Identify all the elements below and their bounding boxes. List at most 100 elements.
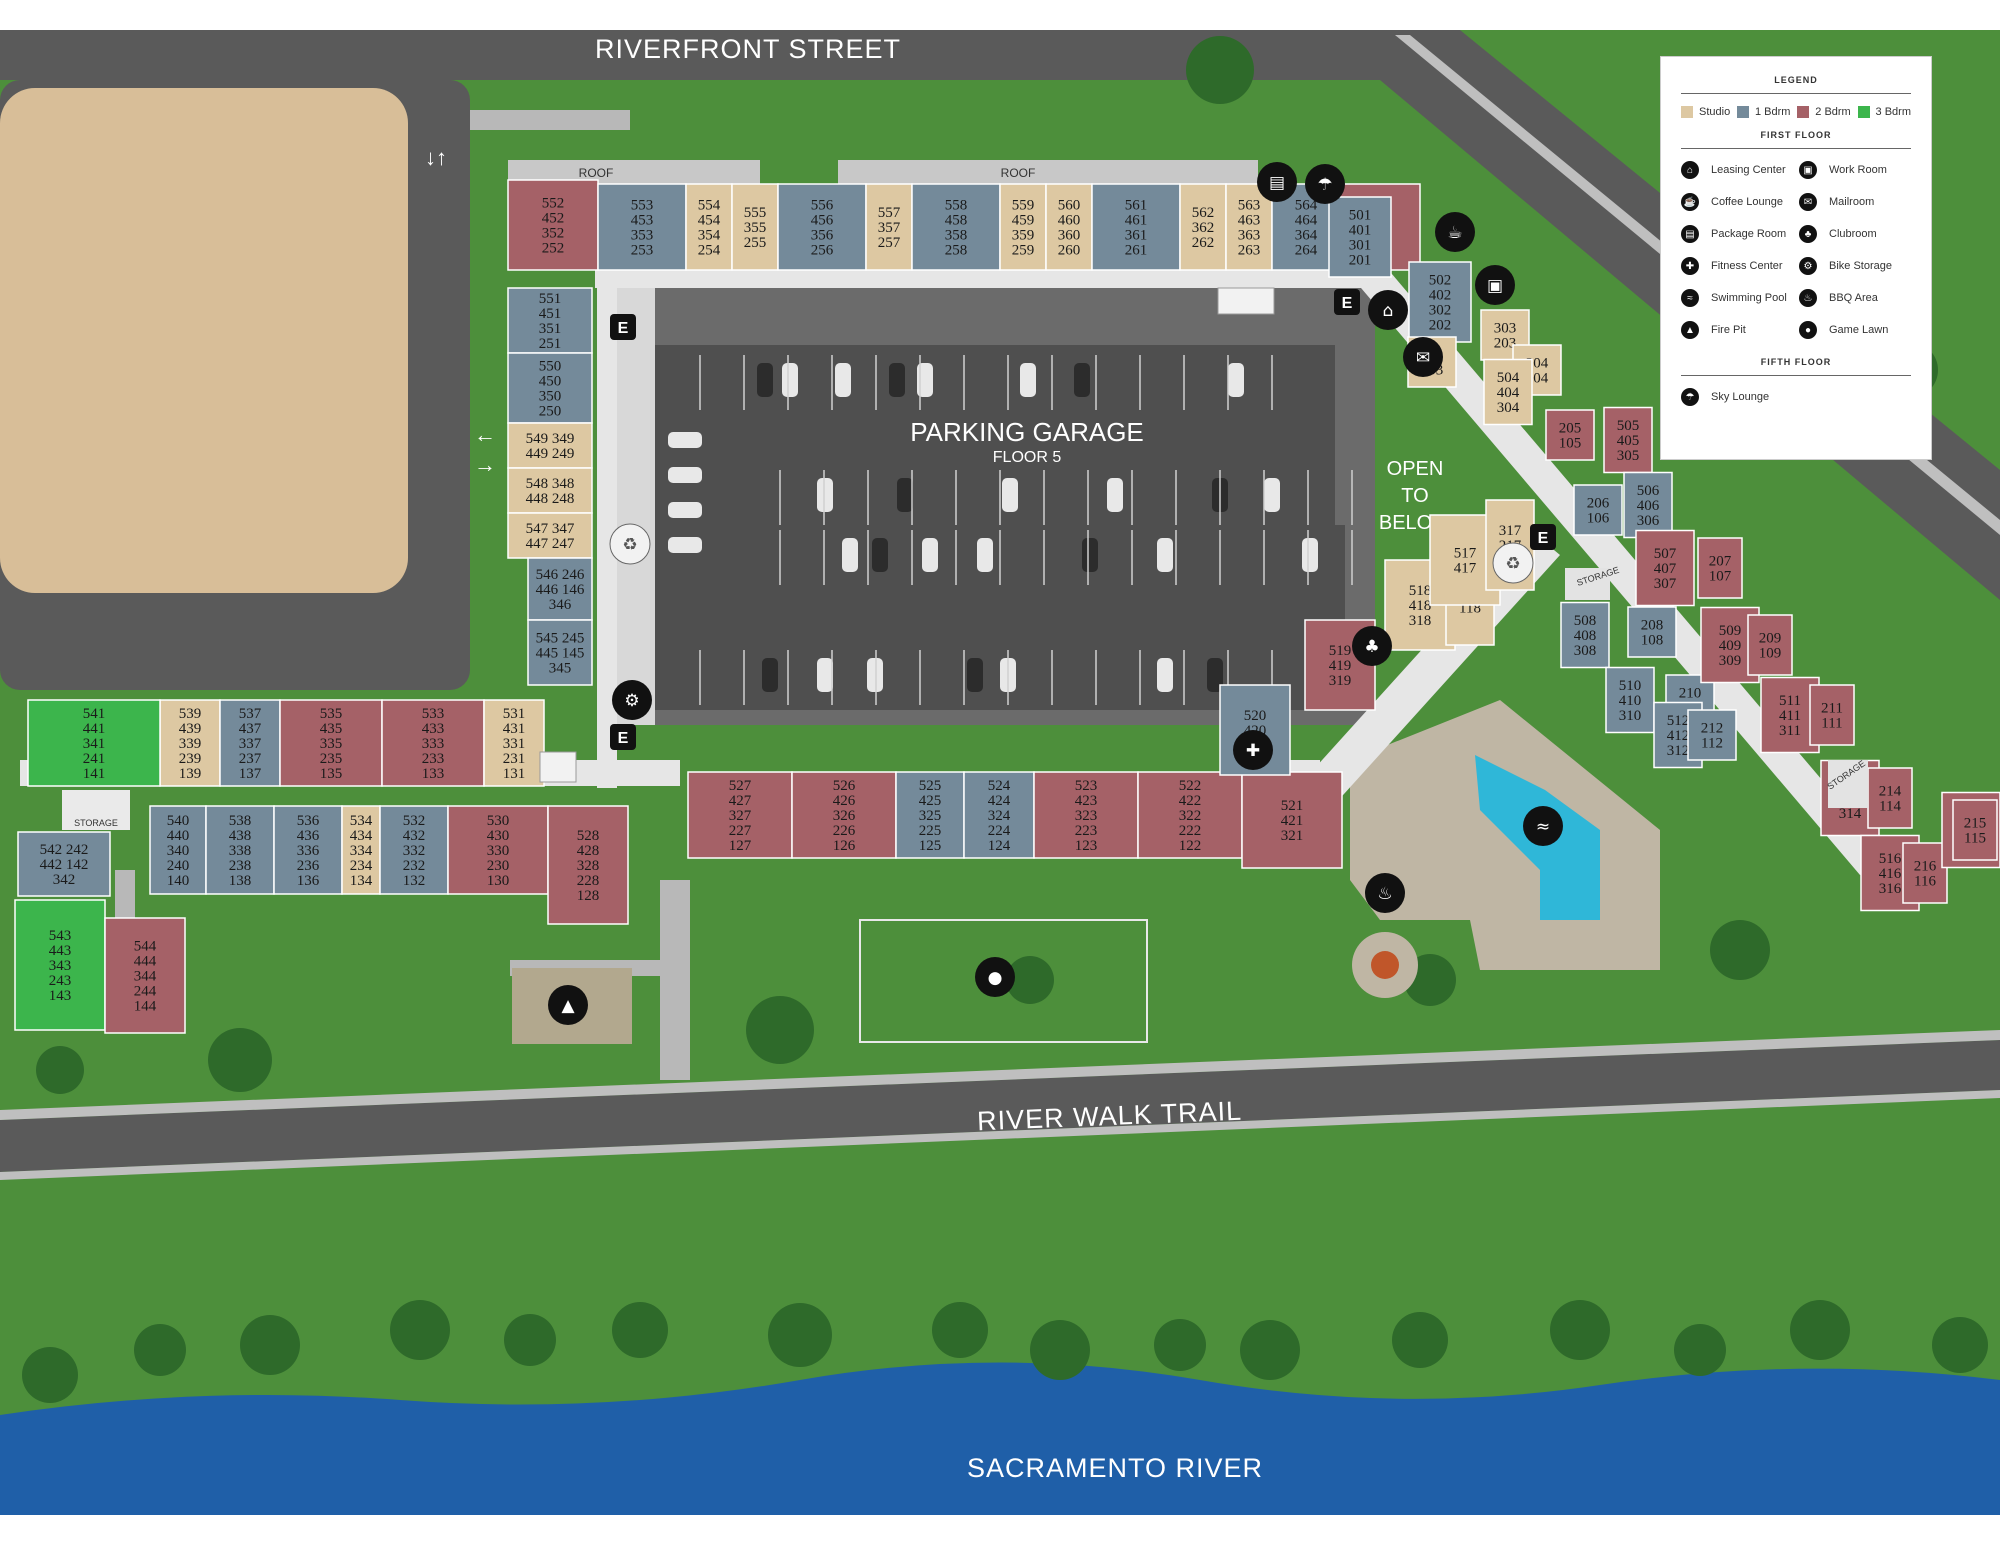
legend-item-label: BBQ Area: [1829, 292, 1878, 304]
unit-number: 524: [988, 778, 1011, 794]
legend-item-swimming-pool: ≈Swimming Pool: [1681, 289, 1793, 307]
elevator-label: E: [618, 320, 629, 337]
unit-number: 508: [1574, 613, 1597, 629]
unit-number: 211: [1821, 701, 1843, 717]
unit-fill: [507, 352, 593, 424]
legend-key-label: Studio: [1699, 106, 1731, 118]
legend-item-bike-storage: ⚙Bike Storage: [1799, 257, 1911, 275]
unit-number: 328: [577, 858, 600, 874]
unit-number: 125: [919, 838, 942, 854]
unit-number: 308: [1574, 643, 1597, 659]
car: [977, 538, 993, 572]
legend-key-3: 3 Bdrm: [1857, 106, 1911, 118]
unit-number: 450: [539, 374, 562, 390]
unit-number: 310: [1619, 708, 1642, 724]
game-lawn-icon: ●: [1799, 321, 1817, 339]
unit-number: 327: [729, 808, 752, 824]
unit-number: 556: [811, 198, 834, 214]
legend-item-bbq-area: ♨BBQ Area: [1799, 289, 1911, 307]
parking-deck: [655, 345, 1345, 710]
fitness-center-icon: ✚: [1233, 730, 1273, 770]
unit-number: 522: [1179, 778, 1202, 794]
svg-text:≈: ≈: [1536, 817, 1550, 837]
unit-number: 111: [1821, 716, 1842, 732]
unit-number: 421: [1281, 813, 1304, 829]
unit-number: 116: [1914, 874, 1936, 890]
car: [1157, 658, 1173, 692]
unit-fill: [447, 805, 549, 895]
unit-number: 354: [698, 228, 721, 244]
svg-text:♻: ♻: [1505, 554, 1520, 574]
unit-fill: [731, 183, 779, 271]
game-lawn-icon: ●: [975, 957, 1015, 997]
unit-number: 303: [1494, 321, 1517, 337]
unit-number: 553: [631, 198, 654, 214]
car: [897, 478, 913, 512]
unit-number: 510: [1619, 678, 1642, 694]
unit-number: 305: [1617, 448, 1640, 464]
car: [757, 363, 773, 397]
unit-fill: [273, 805, 343, 895]
